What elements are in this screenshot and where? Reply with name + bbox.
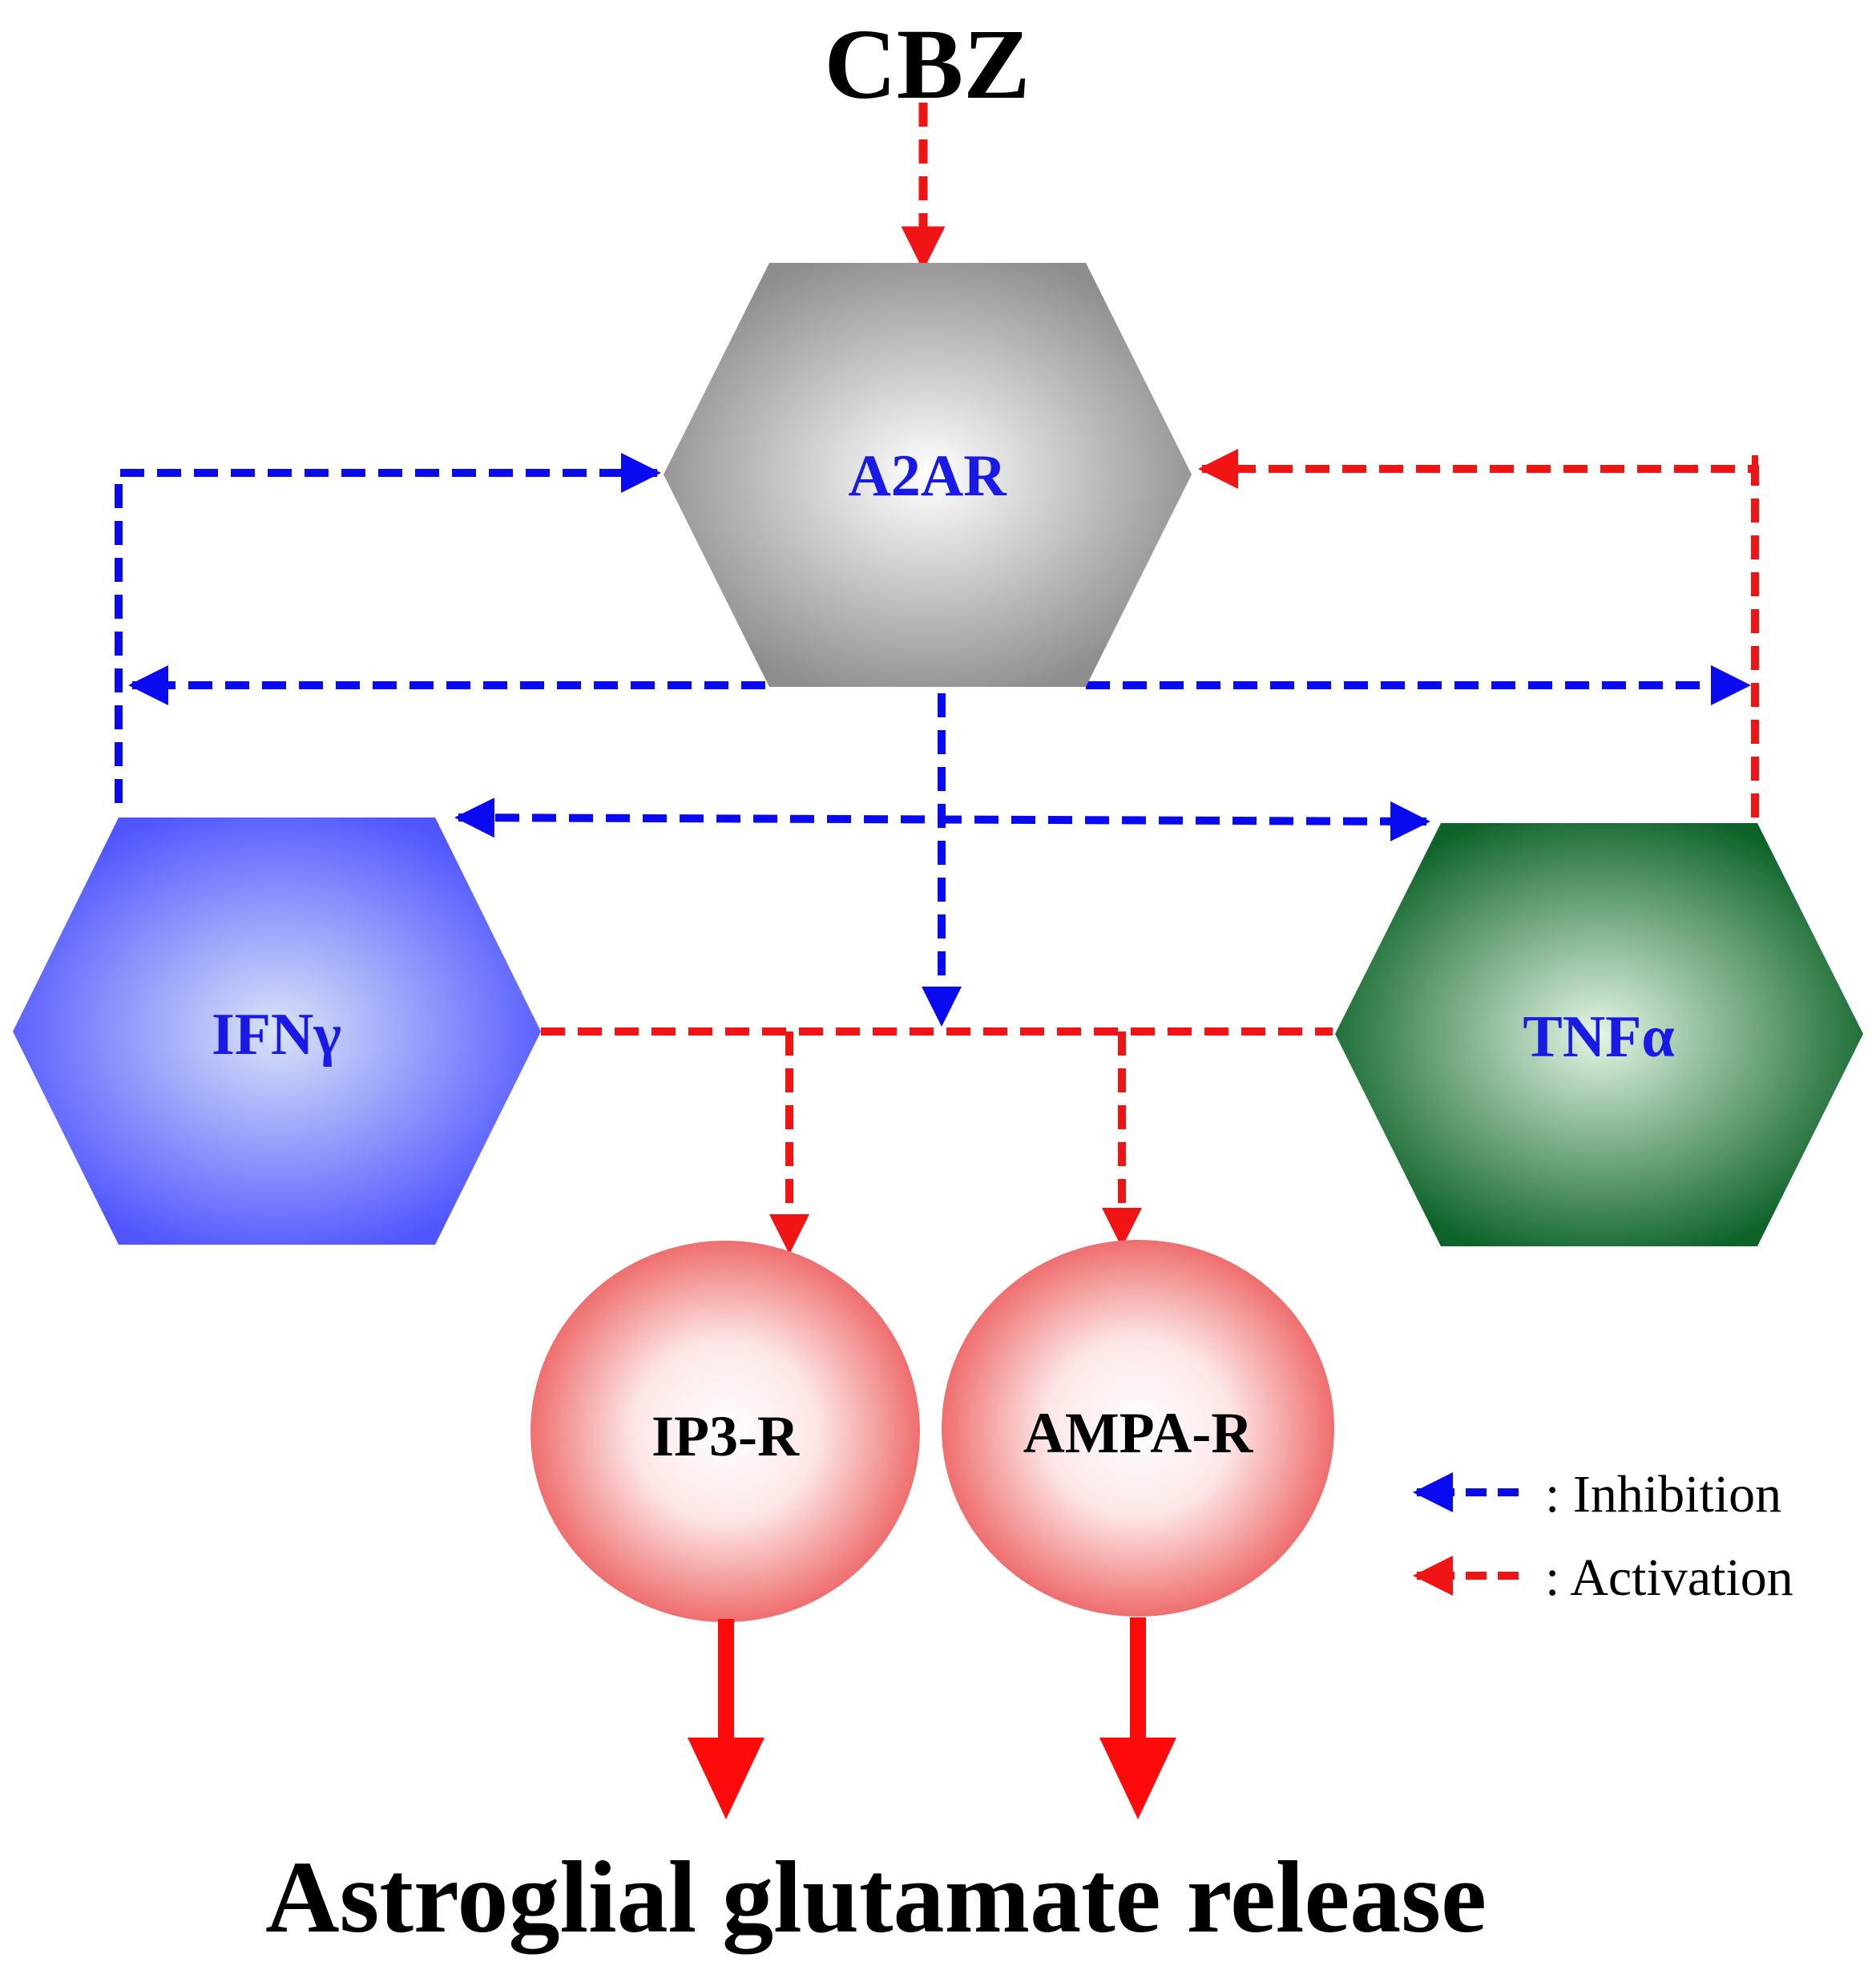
legend-inhibition: : Inhibition [1413,1465,1781,1524]
a2ar-hexagon [664,263,1192,687]
legend-inhibition-label: : Inhibition [1545,1465,1781,1524]
a2ar-node: A2AR [664,263,1192,687]
tnfa-node: TNFα [1335,823,1863,1246]
ip3r-node: IP3-R [531,1241,920,1622]
ampar-circle [942,1240,1334,1617]
ip3r-release-arrow [688,1619,765,1819]
tnfa-hexagon [1335,823,1863,1246]
legend-activation: : Activation [1413,1548,1793,1607]
tnfa-to-a2ar-connector [1198,449,1759,817]
ampar-label: AMPA-R [1023,1401,1254,1465]
tnfa-label: TNFα [1523,1004,1674,1070]
ip3r-circle [531,1241,920,1622]
ifng-node: IFNγ [13,817,541,1245]
ifng-label: IFNγ [212,1002,341,1068]
diagram-title: CBZ [824,10,1030,120]
release-label: Astroglial glutamate release [265,1840,1487,1954]
ip3r-label: IP3-R [652,1404,800,1468]
legend: : Inhibition : Activation [1413,1465,1793,1607]
a2ar-label: A2AR [848,443,1007,509]
ifng-hexagon [13,817,541,1245]
ampar-node: AMPA-R [942,1240,1334,1617]
legend-activation-label: : Activation [1545,1548,1793,1607]
ampar-release-arrow [1099,1617,1176,1819]
ifng-to-a2ar-connector [115,453,661,803]
